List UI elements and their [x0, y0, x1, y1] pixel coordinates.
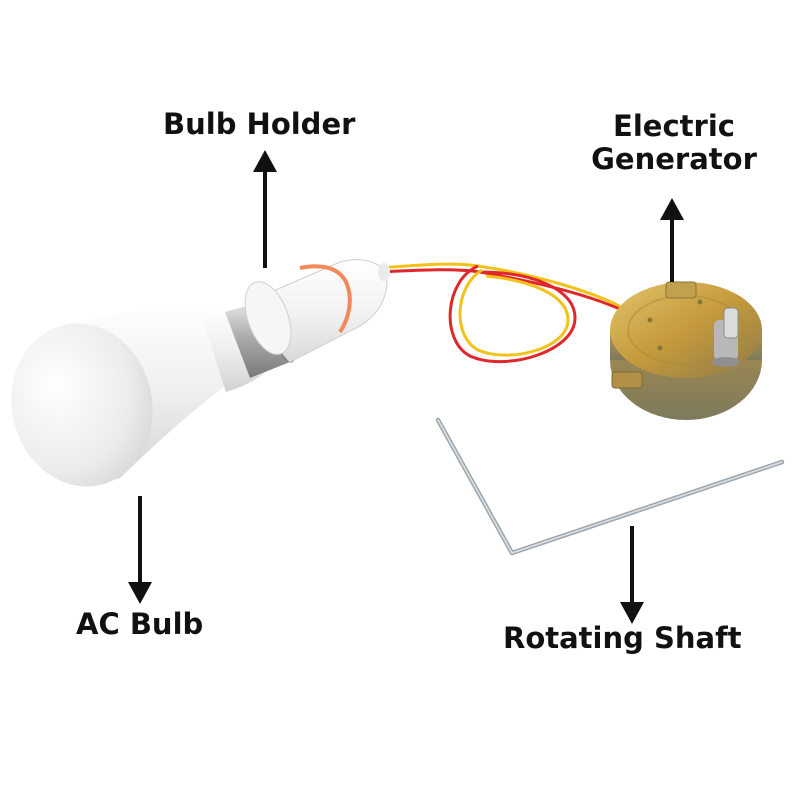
rotating-shaft-icon — [435, 417, 785, 556]
label-rotating-shaft: Rotating Shaft — [503, 621, 742, 655]
label-bulb-holder: Bulb Holder — [163, 107, 356, 141]
label-electric-generator-line1: Electric — [613, 109, 735, 143]
arrow-down-icon — [620, 526, 644, 624]
label-electric-generator: Electric Generator — [588, 109, 760, 177]
label-electric-generator-line2: Generator — [591, 142, 757, 177]
arrow-up-icon — [253, 150, 277, 268]
wires-icon — [377, 262, 645, 364]
bulb-icon — [11, 300, 296, 487]
arrow-up-icon — [660, 198, 684, 282]
generator-icon — [610, 281, 762, 420]
bulb-holder-icon — [244, 259, 390, 363]
label-ac-bulb: AC Bulb — [76, 607, 204, 641]
arrow-down-icon — [128, 496, 152, 604]
